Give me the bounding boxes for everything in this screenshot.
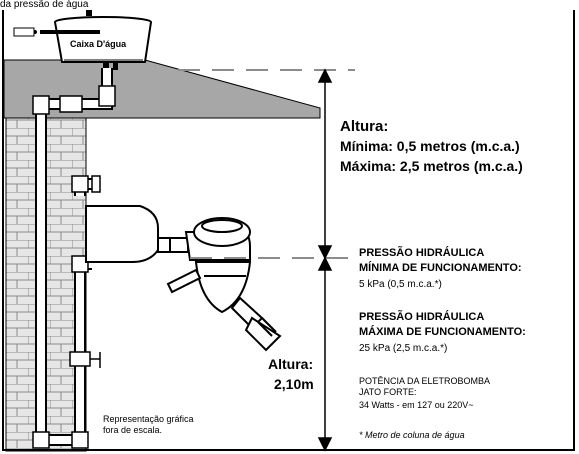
pump-power-line-1: POTÊNCIA DA ELETROBOMBA xyxy=(359,376,491,386)
footnote: * Metro de coluna de água xyxy=(359,430,465,440)
pipe-fittings xyxy=(32,85,116,449)
scale-note-line-1: Representação gráfica xyxy=(103,414,194,424)
upper-height-title: Altura: xyxy=(340,118,389,135)
pump-power-line-2: JATO FORTE: xyxy=(359,387,417,397)
pressure-max-value: 25 kPa (2,5 m.c.a.*) xyxy=(359,343,448,354)
pump-drawing xyxy=(85,205,282,352)
pressure-min-title-1: PRESSÃO HIDRÁULICA xyxy=(359,247,485,259)
pressure-max-title-2: MÁXIMA DE FUNCIONAMENTO: xyxy=(359,326,526,338)
pressure-min-title-2: MÍNIMA DE FUNCIONAMENTO: xyxy=(359,262,522,274)
tank-label: Caixa D'água xyxy=(70,39,127,49)
water-tank-drawing xyxy=(13,10,152,70)
upper-height-max: Máxima: 2,5 metros (m.c.a.) xyxy=(340,158,523,174)
diagram-frame xyxy=(2,10,575,451)
height-arrows xyxy=(317,68,333,452)
pressure-max-title-1: PRESSÃO HIDRÁULICA xyxy=(359,311,485,323)
pressure-min-value: 5 kPa (0,5 m.c.a.*) xyxy=(359,279,442,290)
lower-height-title: Altura: xyxy=(268,356,314,372)
header-fragment: da pressão de água xyxy=(0,0,89,10)
pump-power-line-3: 34 Watts - em 127 ou 220V~ xyxy=(359,400,474,410)
upper-height-min: Mínima: 0,5 metros (m.c.a.) xyxy=(340,138,520,154)
scale-note-line-2: fora de escala. xyxy=(103,425,163,435)
lower-height-value: 2,10m xyxy=(274,376,314,392)
valve-drawing xyxy=(69,351,101,368)
